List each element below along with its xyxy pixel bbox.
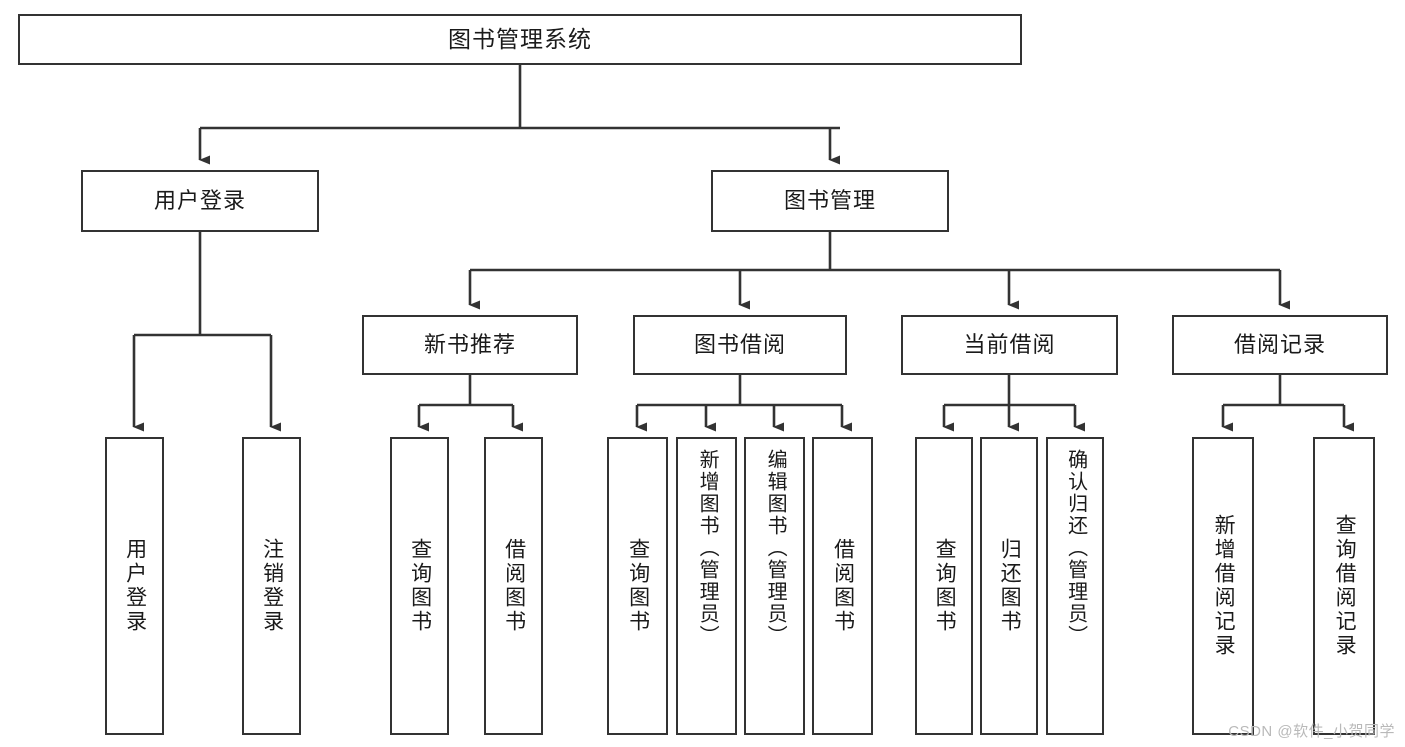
watermark: CSDN @软件_小贺同学 — [1228, 723, 1395, 740]
node-label: 编辑图书（管理员） — [764, 449, 787, 647]
node-label: 查询借阅记录 — [1333, 514, 1357, 658]
node-label: 新书推荐 — [423, 332, 516, 358]
leaf-bookborrow-add-book-admin[interactable]: 新增图书（管理员） — [676, 437, 737, 735]
leaf-borrowrecord-add-record[interactable]: 新增借阅记录 — [1192, 437, 1254, 735]
leaf-currentborrow-confirm-return-admin[interactable]: 确认归还（管理员） — [1046, 437, 1104, 735]
node-label: 查询图书 — [408, 538, 432, 634]
node-label: 借阅图书 — [502, 538, 526, 634]
node-root-book-management-system[interactable]: 图书管理系统 — [18, 14, 1022, 65]
node-label: 注销登录 — [260, 538, 284, 634]
node-label: 图书管理系统 — [448, 25, 592, 52]
node-label: 新增借阅记录 — [1212, 514, 1236, 658]
node-book-borrow[interactable]: 图书借阅 — [633, 315, 847, 375]
node-label: 归还图书 — [998, 538, 1022, 634]
node-user-login[interactable]: 用户登录 — [81, 170, 319, 232]
node-label: 确认归还（管理员） — [1064, 449, 1087, 647]
leaf-newbook-query-book[interactable]: 查询图书 — [390, 437, 449, 735]
leaf-user-login[interactable]: 用户登录 — [105, 437, 164, 735]
leaf-logout[interactable]: 注销登录 — [242, 437, 301, 735]
node-current-borrow[interactable]: 当前借阅 — [901, 315, 1118, 375]
node-new-book-recommend[interactable]: 新书推荐 — [362, 315, 578, 375]
leaf-newbook-borrow-book[interactable]: 借阅图书 — [484, 437, 543, 735]
leaf-borrowrecord-query-record[interactable]: 查询借阅记录 — [1313, 437, 1375, 735]
node-label: 借阅图书 — [831, 538, 855, 634]
leaf-currentborrow-query-book[interactable]: 查询图书 — [915, 437, 973, 735]
node-label: 借阅记录 — [1233, 332, 1326, 358]
node-label: 用户登录 — [123, 538, 147, 634]
leaf-currentborrow-return-book[interactable]: 归还图书 — [980, 437, 1038, 735]
node-label: 查询图书 — [933, 538, 957, 634]
node-borrow-record[interactable]: 借阅记录 — [1172, 315, 1388, 375]
leaf-bookborrow-query-book[interactable]: 查询图书 — [607, 437, 668, 735]
node-label: 图书借阅 — [693, 332, 786, 358]
node-label: 图书管理 — [783, 188, 876, 214]
node-label: 用户登录 — [153, 188, 246, 214]
node-label: 查询图书 — [626, 538, 650, 634]
node-label: 当前借阅 — [963, 332, 1056, 358]
leaf-bookborrow-borrow-book[interactable]: 借阅图书 — [812, 437, 873, 735]
leaf-bookborrow-edit-book-admin[interactable]: 编辑图书（管理员） — [744, 437, 805, 735]
node-book-management[interactable]: 图书管理 — [711, 170, 949, 232]
node-label: 新增图书（管理员） — [696, 449, 719, 647]
